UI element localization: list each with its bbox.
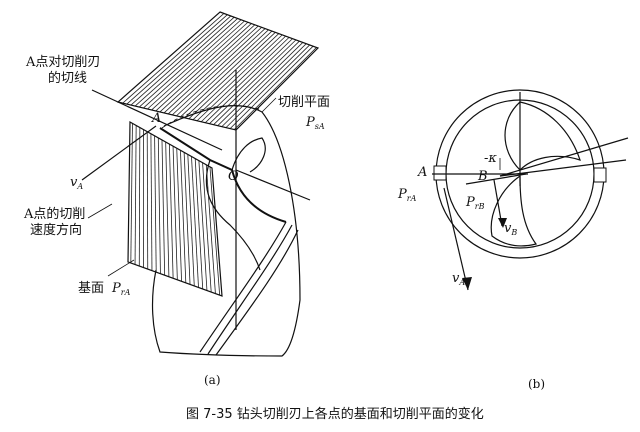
- label-leader-3: [107, 259, 135, 277]
- label-b-A: A: [417, 165, 427, 180]
- v-A-arrowhead: [462, 277, 472, 290]
- base-plane-hatch-line: [191, 156, 199, 288]
- label-v-B-b: vB: [504, 221, 517, 237]
- label-velocity-1: A点的切削: [23, 206, 85, 222]
- base-plane-hatch-line: [176, 148, 182, 282]
- base-plane-hatch-line: [146, 131, 149, 270]
- label-v-A: vA: [70, 175, 83, 191]
- drill-flute-edge: [159, 127, 287, 223]
- flute-upper: [504, 101, 581, 171]
- label-P-sA: PsA: [305, 115, 325, 131]
- cutting-plane-hatch-line: [225, 44, 310, 128]
- base-plane-hatch-line: [154, 135, 157, 273]
- label-cutting-plane: 切削平面: [278, 95, 330, 110]
- cutting-plane-hatch-line: [184, 32, 276, 119]
- cutting-plane-hatch-line: [151, 21, 249, 111]
- figure-caption: 图 7-35 钻头切削刃上各点的基面和切削平面的变化: [186, 406, 484, 422]
- base-plane-hatch-line: [172, 146, 178, 280]
- base-plane-hatch-line: [183, 152, 191, 285]
- drill-arc-dashed: [161, 105, 263, 129]
- cutting-plane-hatch-line: [196, 35, 286, 122]
- base-plane-hatch-line: [180, 150, 187, 283]
- velocity-line: [81, 125, 157, 181]
- caption-b: (b): [528, 377, 545, 391]
- v-B-arrowhead: [498, 218, 507, 228]
- cutting-plane-hatch-line: [205, 38, 293, 124]
- label-v-A-b: vA: [452, 271, 465, 287]
- base-plane-hatch-line: [134, 125, 137, 265]
- base-plane-hatch-line: [165, 142, 170, 277]
- cutting-plane-hatch-line: [172, 28, 266, 116]
- notch-right: [593, 167, 607, 183]
- drill-flute-curve: [205, 159, 261, 271]
- ray-1: [499, 137, 629, 177]
- label-velocity-2: 速度方向: [30, 222, 82, 238]
- cutting-plane-hatch-line: [233, 47, 317, 130]
- drill-spiral-1: [199, 221, 287, 353]
- cutting-plane-hatch-line: [130, 15, 232, 106]
- cutting-plane-hatch: [122, 13, 317, 130]
- cutting-plane-hatch-line: [134, 16, 235, 107]
- label-P-rA-b: PrA: [397, 187, 417, 203]
- cutting-plane-hatch-line: [155, 23, 252, 112]
- label-P-rA: PrA: [111, 281, 131, 297]
- label-point-O: O: [228, 169, 239, 184]
- cutting-plane-hatch-line: [213, 40, 300, 125]
- cutting-plane-hatch-line: [159, 24, 256, 113]
- cutting-plane-hatch-line: [147, 20, 245, 110]
- base-plane-hatch-line: [194, 158, 204, 290]
- caption-a: (a): [204, 373, 221, 387]
- tangent-line: [91, 89, 223, 151]
- label-tangent-2: 的切线: [48, 70, 87, 86]
- label-base-plane: 基面: [78, 281, 104, 296]
- label-leader-2: [87, 203, 113, 219]
- base-plane-hatch-line: [209, 166, 221, 296]
- cutting-plane-hatch-line: [209, 39, 297, 124]
- plane-ext-line: [235, 169, 311, 201]
- base-plane-hatch-line: [198, 160, 208, 291]
- base-plane-hatch-line: [161, 139, 166, 276]
- label-P-rB-b: PrB: [465, 195, 485, 211]
- label-tangent: A点对切削刃: [25, 55, 100, 70]
- cutting-plane-hatch-line: [143, 19, 242, 109]
- cutting-plane-hatch-line: [188, 33, 280, 120]
- notch-left: [433, 165, 447, 181]
- base-plane-hatch-line: [168, 144, 174, 279]
- cutting-plane-hatch-line: [126, 14, 228, 105]
- label-b-B: B: [477, 169, 488, 184]
- label-leader-1: [261, 97, 277, 113]
- figure-b: A B -κ PrA PrB vB vA (b): [397, 89, 629, 391]
- base-plane-hatch-line: [130, 123, 133, 264]
- v-A-line: [443, 187, 469, 291]
- label-kappa: -κ: [484, 151, 497, 166]
- drill-chisel: [231, 137, 266, 173]
- base-plane-hatch-line: [202, 162, 212, 293]
- cutting-plane-hatch-line: [138, 18, 238, 108]
- cutting-plane-hatch-line: [192, 34, 283, 121]
- base-plane-hatch-line: [138, 127, 141, 267]
- drill-body: [151, 105, 301, 357]
- cutting-plane-hatch-line: [229, 45, 314, 129]
- cutting-plane-hatch-line: [176, 29, 269, 117]
- drill-spiral-3: [215, 229, 299, 356]
- figure-a: A点对切削刃 的切线 切削平面 PsA vA A点的切削 速度方向 基面 PrA…: [23, 11, 330, 387]
- base-plane-hatch: [130, 123, 221, 296]
- ray-2: [499, 159, 627, 177]
- base-plane-hatch-line: [150, 133, 153, 271]
- line-B: [465, 173, 527, 185]
- cutting-plane-hatch-line: [217, 42, 304, 126]
- base-plane-hatch-line: [205, 164, 216, 294]
- base-plane-hatch-line: [187, 154, 195, 286]
- cutting-plane-hatch-line: [167, 27, 262, 115]
- cutting-plane-hatch-line: [163, 25, 259, 114]
- label-point-A: A: [151, 111, 161, 126]
- base-plane-hatch-line: [157, 137, 161, 274]
- cutting-plane-hatch-line: [180, 30, 273, 118]
- cutting-plane-hatch-line: [122, 13, 225, 104]
- base-plane-outline: [127, 120, 223, 297]
- drill-spiral-2: [207, 224, 293, 355]
